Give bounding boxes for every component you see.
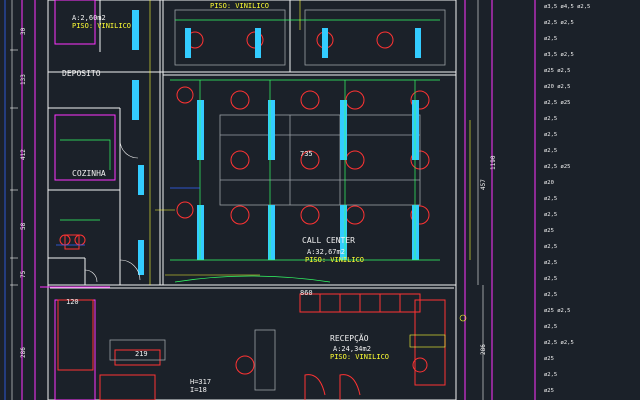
schedule-row: ø2,5 — [544, 196, 558, 202]
schedule-row: ø2,5 — [544, 260, 558, 266]
dim-right-2: 286 — [480, 344, 487, 355]
door-swings — [84, 139, 141, 283]
schedule-row: ø2,5 — [544, 36, 558, 42]
dim-mid-1: 120 — [66, 298, 79, 306]
schedule-row: ø2,5 — [544, 324, 558, 330]
dim-right-1: 1190 — [490, 155, 497, 170]
dim-mid-0: 860 — [300, 289, 313, 297]
schedule-row: ø2,5 — [544, 132, 558, 138]
dim-left-5: 286 — [20, 347, 27, 358]
schedule-row: ø2,5 — [544, 244, 558, 250]
room-name-deposito: DEPOSITO — [62, 69, 101, 78]
room-name-cozinha: COZINHA — [72, 169, 106, 178]
schedule-row: ø20 — [544, 180, 554, 186]
schedule-row: ø20 ø2,5 — [544, 84, 571, 90]
schedule-row: ø25 — [544, 356, 554, 362]
dim-left-2: 412 — [20, 149, 27, 160]
schedule-row: ø2,5 — [544, 372, 558, 378]
dim-mid-3: 735 — [300, 150, 313, 158]
workstation-chairs — [57, 31, 446, 400]
schedule-row: ø2,5 — [544, 116, 558, 122]
room-area-top-left: A:2,60m2 — [72, 14, 106, 22]
dim-left-4: 75 — [20, 270, 27, 278]
dim-right-0: 457 — [480, 179, 487, 190]
schedule-row: ø25 ø2,5 — [544, 68, 571, 74]
schedule-row: ø25 — [544, 388, 554, 394]
circuit-schedule: ø3,5 ø4,5 ø2,5 ø2,5 ø2,5 ø2,5 ø3,5 ø2,5 … — [540, 0, 640, 400]
schedule-row: ø2,5 — [544, 292, 558, 298]
dim-stairs-1: I=18 — [190, 386, 207, 394]
dim-left-0: 30 — [20, 27, 27, 35]
green-wiring — [60, 19, 440, 283]
dim-left-3: 58 — [20, 222, 27, 230]
cyan-conduits — [132, 10, 421, 275]
dim-mid-2: 219 — [135, 350, 148, 358]
schedule-row: ø2,5 ø25 — [544, 164, 571, 170]
schedule-row: ø25 — [544, 228, 554, 234]
schedule-row: ø3,5 ø2,5 — [544, 52, 574, 58]
schedule-row: ø3,5 ø4,5 ø2,5 — [544, 4, 591, 10]
schedule-row: ø2,5 — [544, 276, 558, 282]
schedule-row: ø2,5 ø25 — [544, 100, 571, 106]
dim-left-1: 133 — [20, 74, 27, 85]
workstation-desks — [109, 9, 446, 391]
room-name-call-center: CALL CENTER — [302, 236, 355, 245]
schedule-row: ø2,5 ø2,5 — [544, 20, 574, 26]
room-floor-recepcao: PISO: VINILICO — [330, 353, 390, 361]
schedule-row: ø2,5 — [544, 148, 558, 154]
dimension-ticks — [10, 0, 484, 400]
room-area-recepcao: A:24,34m2 — [333, 345, 371, 353]
room-area-call-center: A:32,67m2 — [307, 248, 345, 256]
outer-walls — [47, 0, 457, 400]
blue-lines — [4, 0, 200, 400]
room-name-recepcao: RECEPÇÃO — [330, 334, 369, 343]
yellow-leaders — [149, 0, 471, 348]
schedule-row: ø25 ø2,5 — [544, 308, 571, 314]
schedule-row: ø2,5 — [544, 212, 558, 218]
schedule-row: ø2,5 ø2,5 — [544, 340, 574, 346]
dim-stairs-0: H=317 — [190, 378, 212, 386]
room-floor-top-left: PISO: VINILICO — [72, 22, 132, 30]
room-floor-top-center: PISO: VINILICO — [210, 2, 270, 10]
room-floor-call-center: PISO: VINILICO — [305, 256, 365, 264]
magenta-lines — [21, 0, 536, 400]
